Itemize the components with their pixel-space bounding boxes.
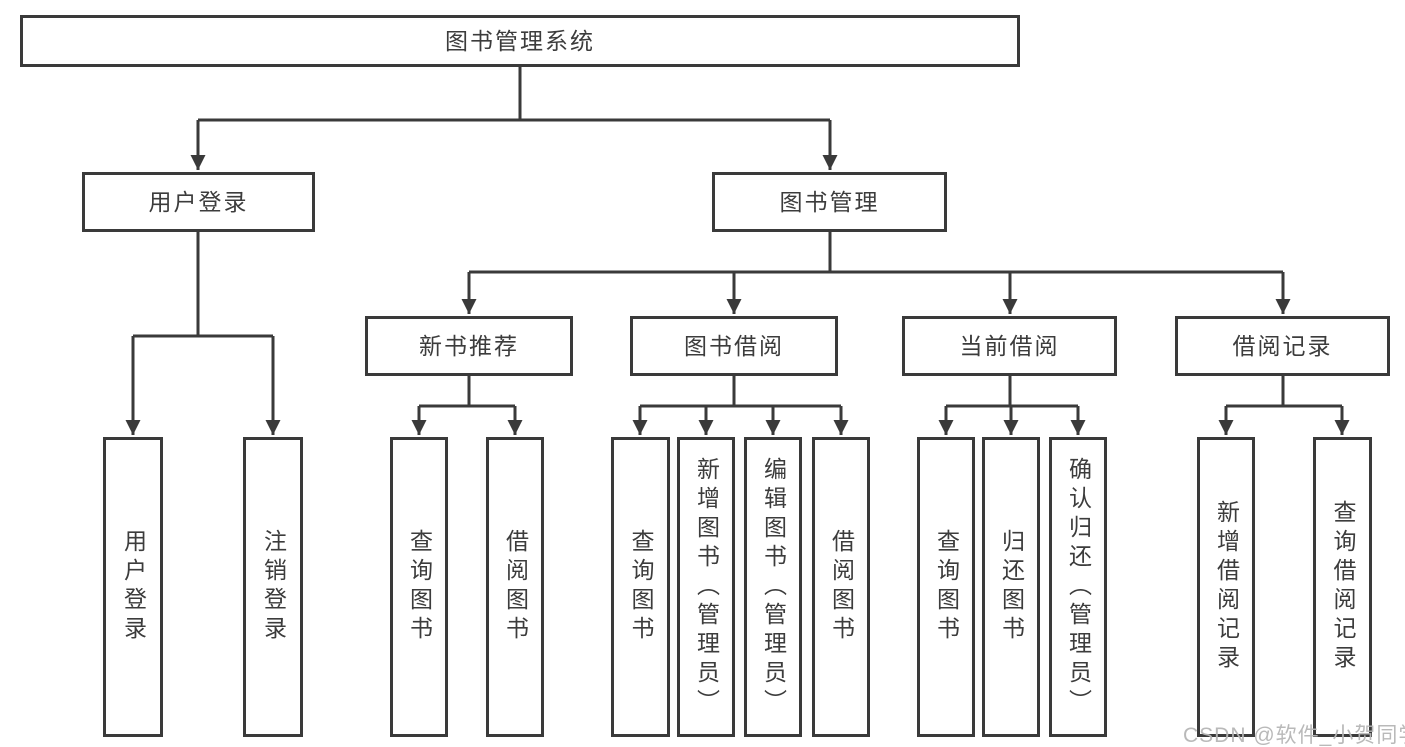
leaf-current-search-books: 查询图书 [917,437,975,737]
node-label: 图书管理 [779,188,880,215]
node-library-management-system: 图书管理系统 [20,15,1020,67]
node-label: 借阅图书 [828,529,855,645]
node-label: 当前借阅 [959,332,1060,359]
node-label: 编辑图书（管理员） [760,456,787,718]
node-label: 注销登录 [260,529,287,645]
leaf-user-login: 用户登录 [103,437,163,737]
node-label: 用户登录 [148,188,249,215]
node-book-management: 图书管理 [712,172,947,232]
leaf-borrowing-borrow-books: 借阅图书 [812,437,870,737]
leaf-borrowing-search-books: 查询图书 [611,437,670,737]
node-label: 用户登录 [120,529,147,645]
leaf-borrowing-add-books-admin: 新增图书（管理员） [677,437,735,737]
leaf-current-return-books: 归还图书 [982,437,1040,737]
node-label: 图书管理系统 [445,27,595,54]
node-label: 借阅记录 [1232,332,1333,359]
node-label: 查询图书 [628,529,654,645]
node-label: 新增图书（管理员） [693,456,720,718]
node-new-book-recommend: 新书推荐 [365,316,573,376]
node-book-borrowing: 图书借阅 [630,316,838,376]
leaf-recommend-borrow-books: 借阅图书 [486,437,544,737]
leaf-records-query-record: 查询借阅记录 [1313,437,1372,737]
leaf-logout-login: 注销登录 [243,437,303,737]
leaf-current-confirm-return-admin: 确认归还（管理员） [1049,437,1107,737]
node-label: 新增借阅记录 [1213,500,1240,674]
node-borrowing-records: 借阅记录 [1175,316,1390,376]
node-label: 查询图书 [933,529,960,645]
leaf-records-add-record: 新增借阅记录 [1197,437,1255,737]
node-label: 查询图书 [406,529,433,645]
node-user-login: 用户登录 [82,172,315,232]
node-label: 借阅图书 [502,529,529,645]
leaf-borrowing-edit-books-admin: 编辑图书（管理员） [744,437,802,737]
csdn-watermark: CSDN @软件_小贺同学 [1183,724,1405,747]
node-label: 图书借阅 [684,332,784,359]
node-label: 新书推荐 [419,332,519,359]
node-label: 归还图书 [998,529,1025,645]
node-label: 确认归还（管理员） [1065,456,1092,718]
node-label: 查询借阅记录 [1330,500,1356,674]
node-current-borrowing: 当前借阅 [902,316,1117,376]
leaf-recommend-search-books: 查询图书 [390,437,448,737]
